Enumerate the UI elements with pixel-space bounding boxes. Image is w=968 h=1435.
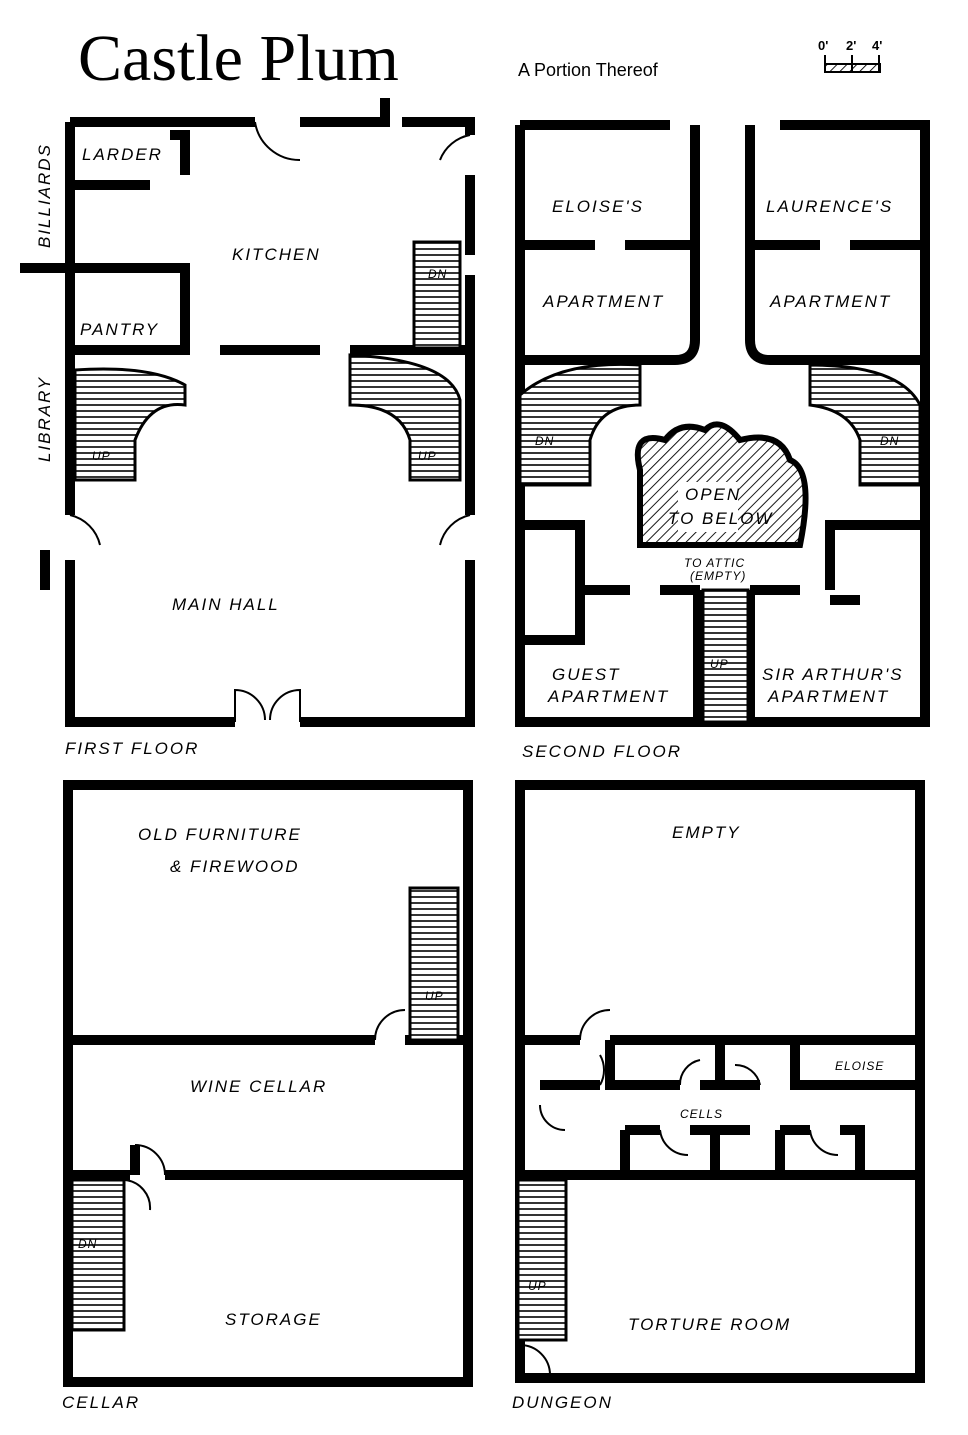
room-torture: TORTURE ROOM [628,1315,791,1334]
side-label-billiards: BILLIARDS [35,143,54,248]
room-pantry: PANTRY [80,320,159,339]
svg-text:UP: UP [710,657,729,671]
room-firewood: & FIREWOOD [170,857,300,876]
svg-text:DN: DN [535,434,554,448]
room-old-furniture: OLD FURNITURE [138,825,302,844]
curved-stair-left [518,362,642,487]
room-kitchen: KITCHEN [232,245,321,264]
room-eloise-cell: ELOISE [835,1059,884,1073]
open-label: OPEN [685,485,741,504]
svg-text:(EMPTY): (EMPTY) [690,569,746,583]
svg-text:UP: UP [425,989,444,1003]
stair-to-attic [701,588,750,724]
side-label-library: LIBRARY [35,376,54,462]
svg-text:DN: DN [428,267,447,281]
svg-text:TO ATTIC: TO ATTIC [684,556,745,570]
scale-bar: 0' 2' 4' [818,38,882,73]
dungeon-plan: EMPTY CELLS ELOISE TORTURE ROOM UP DUNGE… [512,780,925,1412]
stair-up-cellar [408,886,460,1042]
room-guest-apartment: APARTMENT [547,687,669,706]
room-eloise: ELOISE'S [552,197,644,216]
svg-text:0': 0' [818,38,828,53]
floor-label-dungeon: DUNGEON [512,1393,613,1412]
floor-label-cellar: CELLAR [62,1393,140,1412]
room-eloise-apartment: APARTMENT [542,292,664,311]
cellar-plan: OLD FURNITURE & FIREWOOD WINE CELLAR STO… [62,780,473,1412]
svg-text:2': 2' [846,38,856,53]
room-main-hall: MAIN HALL [172,595,280,614]
svg-text:DN: DN [880,434,899,448]
curved-stair-right [348,353,462,482]
plan-subtitle: A Portion Thereof [518,60,659,80]
svg-text:UP: UP [418,449,437,463]
curved-stair-right [808,363,922,487]
svg-text:DN: DN [78,1237,97,1251]
curved-stair-left [73,367,187,482]
floor-label-first: FIRST FLOOR [65,739,199,758]
first-floor-plan: LARDER KITCHEN PANTRY MAIN HALL DN UP UP… [20,98,475,758]
room-laurence-apartment: APARTMENT [769,292,891,311]
stair-down-cellar [70,1178,126,1332]
room-guest: GUEST [552,665,621,684]
second-floor-plan: ELOISE'S APARTMENT LAURENCE'S APARTMENT … [515,120,930,761]
svg-text:UP: UP [528,1279,547,1293]
svg-text:UP: UP [92,449,111,463]
room-cells: CELLS [680,1107,723,1121]
room-storage: STORAGE [225,1310,322,1329]
room-sir-arthur: SIR ARTHUR'S [762,665,904,684]
svg-text:4': 4' [872,38,882,53]
stair-down-kitchen [412,240,462,350]
floor-label-second: SECOND FLOOR [522,742,682,761]
room-larder: LARDER [82,145,163,164]
stair-up-dungeon [516,1178,568,1342]
room-wine-cellar: WINE CELLAR [190,1077,327,1096]
to-below-label: TO BELOW [668,509,773,528]
plan-title: Castle Plum [78,22,399,95]
room-laurence: LAURENCE'S [766,197,893,216]
room-sir-arthur-apartment: APARTMENT [767,687,889,706]
room-empty: EMPTY [672,823,741,842]
